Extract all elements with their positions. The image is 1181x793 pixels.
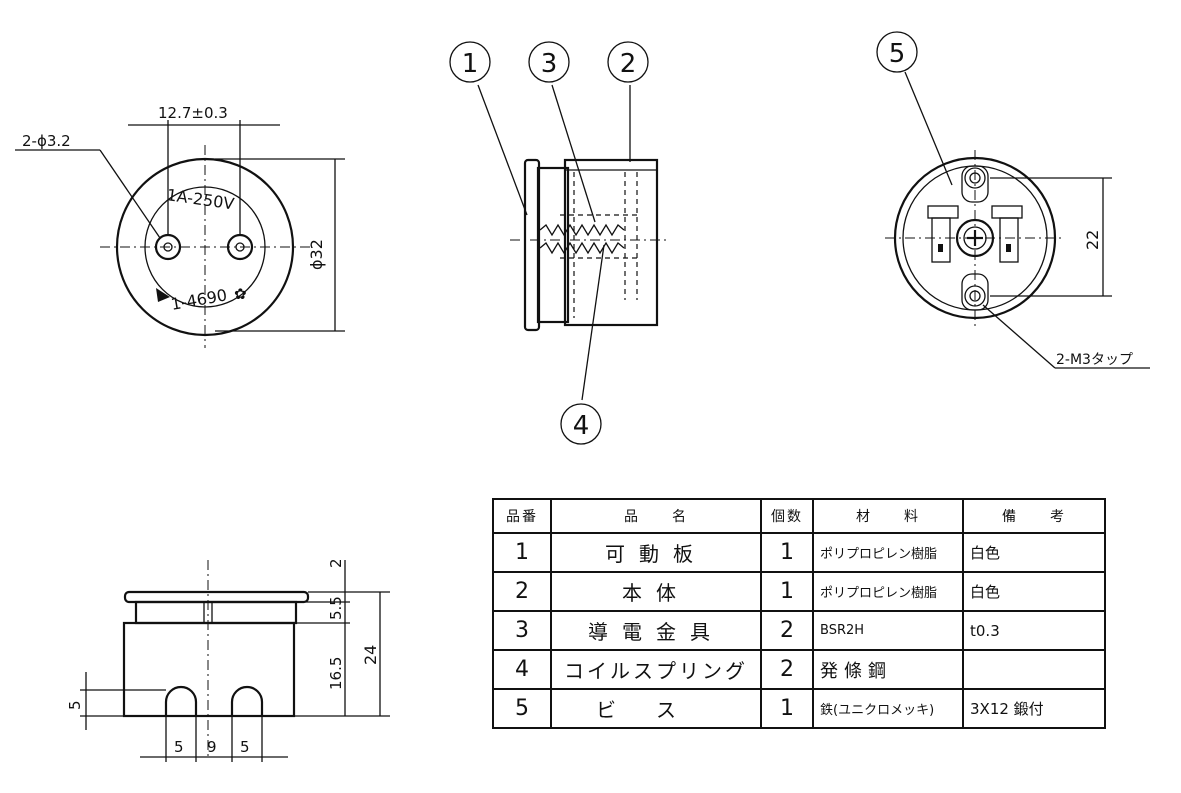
balloon-2-label: 2 bbox=[620, 49, 637, 79]
bottom-view: 2 5.5 16.5 24 5 5 9 5 bbox=[66, 558, 390, 762]
triangle-mark-icon bbox=[156, 288, 170, 302]
part-name: ビス bbox=[550, 688, 762, 729]
part-material: 発條鋼 bbox=[812, 649, 964, 690]
balloon-1-label: 1 bbox=[462, 49, 479, 79]
balloon-3 bbox=[528, 41, 570, 83]
slot-left bbox=[164, 685, 198, 716]
height-dimension: 22 bbox=[1083, 230, 1102, 250]
diameter-dimension: ϕ32 bbox=[307, 239, 326, 270]
front-view: 2-ϕ3.2 12.7±0.3 ϕ32 1A-250V 1-4690 ✿ bbox=[15, 104, 345, 348]
dim-center: 9 bbox=[207, 738, 217, 756]
part-remarks: t0.3 bbox=[962, 610, 1106, 651]
part-material: BSR2H bbox=[812, 610, 964, 651]
part-qty: 2 bbox=[760, 649, 814, 690]
slot-right bbox=[230, 685, 264, 716]
table-row: 5 ビス 1 鉄(ユニクロメッキ) 3X12 鍛付 bbox=[492, 688, 1106, 729]
table-row: 2 本体 1 ポリプロピレン樹脂 白色 bbox=[492, 571, 1106, 612]
balloon-2 bbox=[607, 41, 649, 83]
table-row: 3 導電金具 2 BSR2H t0.3 bbox=[492, 610, 1106, 651]
part-name: 導電金具 bbox=[550, 610, 762, 651]
part-name: コイルスプリング bbox=[550, 649, 762, 690]
back-view: 22 5 2-M3タップ bbox=[876, 31, 1150, 369]
part-no: 3 bbox=[492, 610, 552, 651]
star-mark-icon: ✿ bbox=[234, 285, 247, 303]
header-part-name: 品 名 bbox=[550, 498, 762, 534]
tap-callout: 2-M3タップ bbox=[1056, 352, 1133, 368]
part-no: 1 bbox=[492, 532, 552, 573]
side-body bbox=[536, 166, 570, 324]
balloon-4 bbox=[560, 403, 602, 445]
dim-top: 2 bbox=[327, 558, 345, 568]
part-name: 可動板 bbox=[550, 532, 762, 573]
bottom-flange bbox=[123, 590, 310, 604]
side-view: 1 3 2 4 bbox=[449, 41, 670, 445]
part-remarks bbox=[962, 649, 1106, 690]
side-housing bbox=[563, 158, 659, 327]
model-mark: 1-4690 bbox=[169, 285, 228, 314]
balloon-3-label: 3 bbox=[541, 49, 558, 79]
header-part-no: 品番 bbox=[492, 498, 552, 534]
dim-left: 5 bbox=[174, 738, 184, 756]
pitch-dimension: 12.7±0.3 bbox=[158, 104, 228, 122]
part-remarks: 白色 bbox=[962, 532, 1106, 573]
part-no: 5 bbox=[492, 688, 552, 729]
part-remarks: 白色 bbox=[962, 571, 1106, 612]
part-material: ポリプロピレン樹脂 bbox=[812, 571, 964, 612]
bottom-body bbox=[122, 621, 296, 718]
part-material: ポリプロピレン樹脂 bbox=[812, 532, 964, 573]
balloon-4-label: 4 bbox=[573, 411, 590, 441]
front-hole-left bbox=[154, 233, 182, 261]
rating-mark: 1A-250V bbox=[165, 185, 235, 213]
part-qty: 1 bbox=[760, 532, 814, 573]
bottom-neck bbox=[134, 600, 298, 625]
parts-table: 品番 品 名 個数 材 料 備 考 1 可動板 1 ポリプロピレン樹脂 白色 2… bbox=[492, 498, 1106, 729]
part-qty: 2 bbox=[760, 610, 814, 651]
hole-callout: 2-ϕ3.2 bbox=[22, 132, 71, 150]
dim-total: 24 bbox=[361, 645, 380, 665]
balloon-5-label: 5 bbox=[889, 39, 906, 69]
part-no: 2 bbox=[492, 571, 552, 612]
header-quantity: 個数 bbox=[760, 498, 814, 534]
table-row: 1 可動板 1 ポリプロピレン樹脂 白色 bbox=[492, 532, 1106, 573]
balloon-1 bbox=[449, 41, 491, 83]
part-remarks: 3X12 鍛付 bbox=[962, 688, 1106, 729]
table-row: 4 コイルスプリング 2 発條鋼 bbox=[492, 649, 1106, 690]
front-hole-right bbox=[226, 233, 254, 261]
part-name: 本体 bbox=[550, 571, 762, 612]
part-qty: 1 bbox=[760, 688, 814, 729]
dim-upper: 5.5 bbox=[327, 596, 345, 620]
balloon-5 bbox=[876, 31, 918, 73]
dim-right: 5 bbox=[240, 738, 250, 756]
dim-middle: 16.5 bbox=[327, 657, 345, 690]
table-header-row: 品番 品 名 個数 材 料 備 考 bbox=[492, 498, 1106, 534]
header-remarks: 備 考 bbox=[962, 498, 1106, 534]
part-material: 鉄(ユニクロメッキ) bbox=[812, 688, 964, 729]
part-no: 4 bbox=[492, 649, 552, 690]
dim-slot: 5 bbox=[66, 700, 84, 710]
header-material: 材 料 bbox=[812, 498, 964, 534]
front-hole-right-inner bbox=[235, 242, 245, 252]
front-hole-left-inner bbox=[163, 242, 173, 252]
part-qty: 1 bbox=[760, 571, 814, 612]
